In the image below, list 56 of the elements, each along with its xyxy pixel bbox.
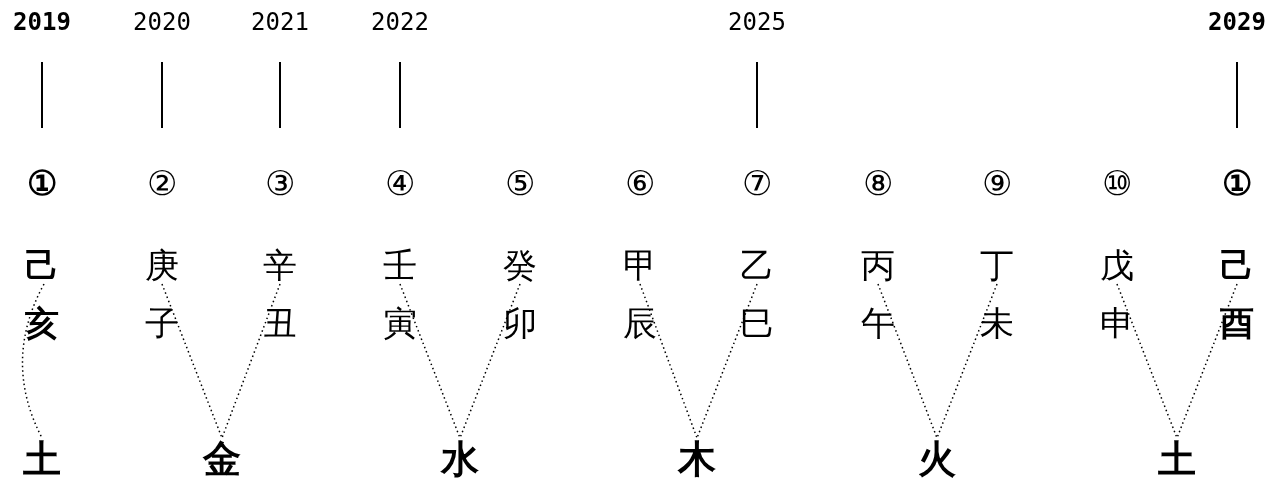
stem-character: 壬 [383,248,417,282]
circled-number: ② [147,166,177,200]
branch-character: 子 [145,306,179,340]
element-character: 土 [1158,440,1196,478]
dotted-connector [459,283,521,439]
circled-number: ⑨ [982,166,1012,200]
stem-character: 戊 [1100,248,1134,282]
stem-character: 丙 [861,248,895,282]
branch-character: 未 [980,306,1014,340]
circled-number: ⑥ [625,166,655,200]
circled-number: ④ [385,166,415,200]
dotted-connector [877,283,938,439]
circled-number: ⑤ [505,166,535,200]
branch-character: 丑 [263,306,297,340]
circled-number: ① [27,166,57,200]
branch-character: 申 [1100,306,1134,340]
stem-character: 甲 [623,248,657,282]
stem-character: 庚 [145,248,179,282]
stem-character: 己 [25,248,59,282]
branch-character: 酉 [1220,306,1254,340]
branch-character: 卯 [503,306,537,340]
year-label: 2021 [251,10,309,34]
branch-character: 亥 [25,306,59,340]
year-label: 2020 [133,10,191,34]
stem-character: 己 [1220,248,1254,282]
stem-character: 乙 [740,248,774,282]
circled-number: ⑦ [742,166,772,200]
branch-character: 午 [861,306,895,340]
element-character: 水 [441,440,479,478]
dotted-connector [21,283,45,439]
dotted-connector [399,283,461,439]
stem-character: 癸 [503,248,537,282]
element-character: 火 [918,440,956,478]
element-character: 木 [678,440,716,478]
branch-character: 辰 [623,306,657,340]
dotted-connector [161,283,223,439]
dotted-connector [1176,283,1238,439]
circled-number: ③ [265,166,295,200]
branch-character: 寅 [383,306,417,340]
circled-number: ⑩ [1102,166,1132,200]
dotted-connector [639,283,698,439]
year-label: 2029 [1208,10,1266,34]
dotted-connector [221,283,281,439]
year-label: 2025 [728,10,786,34]
branch-character: 巳 [740,306,774,340]
element-character: 金 [203,440,241,478]
stem-character: 丁 [980,248,1014,282]
circled-number: ① [1222,166,1252,200]
dotted-connector [1116,283,1178,439]
dotted-connector [696,283,758,439]
circled-number: ⑧ [863,166,893,200]
stem-character: 辛 [263,248,297,282]
year-label: 2022 [371,10,429,34]
dotted-connector [936,283,998,439]
year-label: 2019 [13,10,71,34]
element-character: 土 [23,440,61,478]
